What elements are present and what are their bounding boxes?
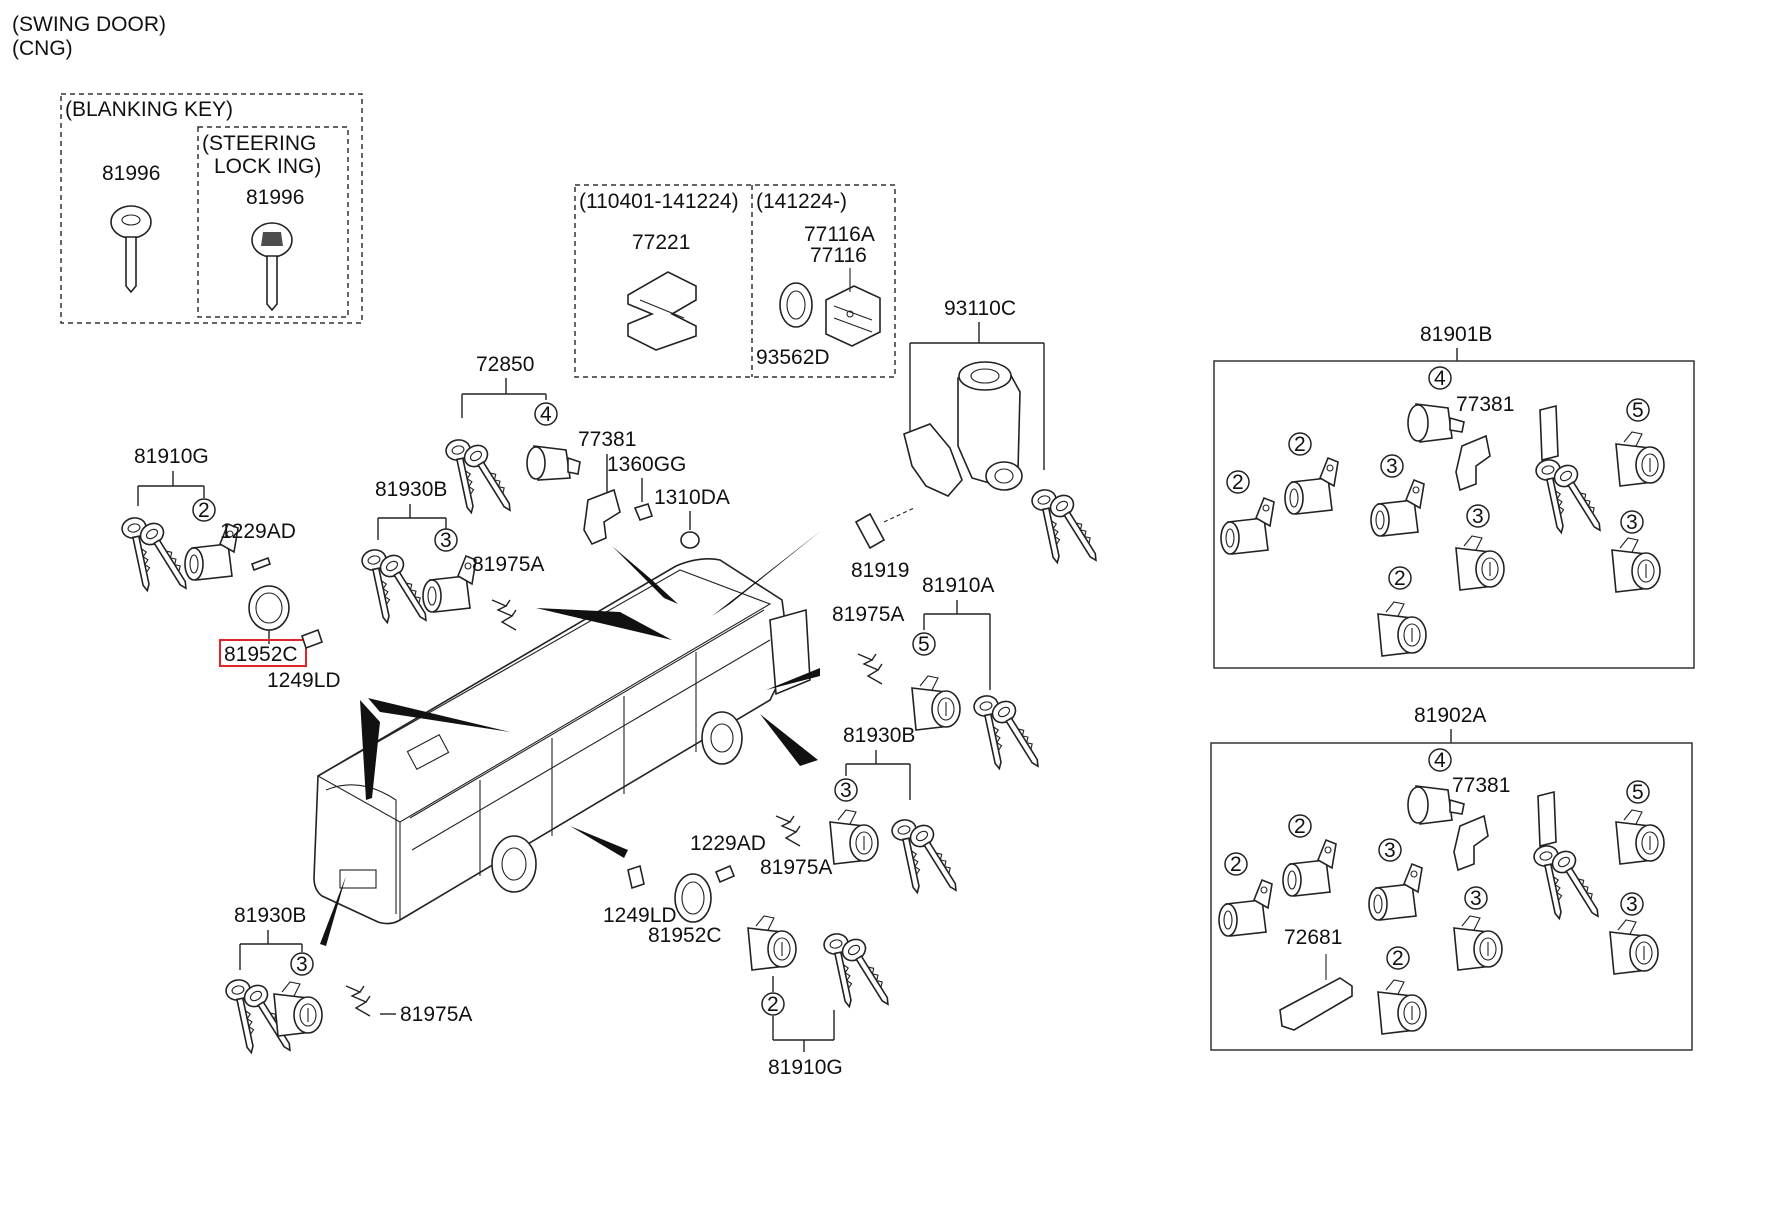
steering-key-label: 81996 xyxy=(246,186,304,209)
cylinder-set-mid-top: 81930B 3 81975A xyxy=(360,478,544,631)
cyl-set-bottom-label: 81910G xyxy=(768,1056,843,1079)
washer-left-label: 81952C xyxy=(224,643,298,666)
clip-mid-top-label: 81975A xyxy=(472,553,544,576)
kit2-circle-2a: 2 xyxy=(1230,853,1242,876)
ignition-assembly: 93110C xyxy=(903,297,1106,567)
circle-4-top: 4 xyxy=(540,403,552,426)
cap-label: 1310DA xyxy=(654,486,730,509)
bracket-old-label: 77221 xyxy=(632,231,690,254)
steering-lock-title-1: (STEERING xyxy=(202,132,316,155)
date-range-group: (110401-141224) (141224-) 77221 77116A 7… xyxy=(574,184,896,378)
cyl-set-left-label: 81910G xyxy=(134,445,209,468)
ring-label: 93562D xyxy=(756,346,830,369)
ignition-bolt: 81919 xyxy=(851,507,915,582)
clip-rear-label: 81975A xyxy=(400,1003,472,1026)
kit2-circle-3b: 3 xyxy=(1470,887,1482,910)
circle-5-right: 5 xyxy=(918,633,930,656)
kit-2-holder-label: 77381 xyxy=(1452,774,1510,797)
cylinder-set-right: 81975A 81910A 5 xyxy=(832,574,1048,773)
kit-2-plate-label: 72681 xyxy=(1284,926,1342,949)
cylinder-set-rear: 81930B 3 81975A xyxy=(224,904,472,1057)
ignition-assy-label: 93110C xyxy=(944,297,1016,320)
date-range-old: (110401-141224) xyxy=(579,190,739,213)
ignition-bolt-label: 81919 xyxy=(851,559,909,582)
kit1-circle-3b: 3 xyxy=(1472,505,1484,528)
cyl-set-right-label: 81910A xyxy=(922,574,994,597)
kit1-circle-3a: 3 xyxy=(1386,455,1398,478)
key-set-top-label: 72850 xyxy=(476,353,534,376)
circle-3-mid-top: 3 xyxy=(440,529,452,552)
bolt-lower-label: 1249LD xyxy=(603,904,677,927)
bus-illustration xyxy=(313,530,822,946)
lower-small-parts: 1229AD 1249LD 81952C xyxy=(603,832,766,947)
bolt-left-label: 1249LD xyxy=(267,669,341,692)
kit-1-label: 81901B xyxy=(1420,323,1492,346)
steering-lock-title-2: LOCK ING) xyxy=(214,155,321,178)
bracket-new-label: 77116 xyxy=(810,244,867,267)
screw-left-label: 1229AD xyxy=(220,520,296,543)
clip-right-label: 81975A xyxy=(832,603,904,626)
kit-1-holder-label: 77381 xyxy=(1456,393,1514,416)
washer-lower-label: 81952C xyxy=(648,924,722,947)
kit1-circle-2b: 2 xyxy=(1294,433,1306,456)
kit2-circle-3a: 3 xyxy=(1384,839,1396,862)
nut-group: 1360GG 1310DA xyxy=(607,453,730,549)
circle-2-left: 2 xyxy=(198,499,210,522)
kit-81902a: 81902A 4 77381 5 2 2 3 3 3 xyxy=(1210,704,1693,1051)
highlight-box xyxy=(219,639,307,667)
holder-top-label: 77381 xyxy=(578,428,636,451)
holder-top: 77381 xyxy=(578,428,636,546)
clip-lower-label: 81975A xyxy=(760,856,832,879)
key-set-top: 72850 4 xyxy=(444,353,581,517)
cylinder-set-left: 81910G 2 1229AD 81952C 1249LD xyxy=(120,445,341,692)
cylinder-set-lower: 81930B 3 81975A xyxy=(760,724,966,897)
kit1-circle-4: 4 xyxy=(1434,367,1446,390)
kit1-circle-3c: 3 xyxy=(1626,511,1638,534)
nut-label: 1360GG xyxy=(607,453,686,476)
bracket-old-icon xyxy=(627,271,697,351)
kit2-circle-5: 5 xyxy=(1632,781,1644,804)
kit1-circle-5: 5 xyxy=(1632,399,1644,422)
kit1-circle-2c: 2 xyxy=(1394,567,1406,590)
blanking-key-title: (BLANKING KEY) xyxy=(65,98,233,121)
kit1-circle-2a: 2 xyxy=(1232,471,1244,494)
cyl-set-mid-top-label: 81930B xyxy=(375,478,447,501)
cylinder-set-bottom: 2 81910G xyxy=(747,915,898,1079)
steering-key-icon xyxy=(251,222,293,312)
kit2-circle-2c: 2 xyxy=(1392,947,1404,970)
blanking-key-group: (BLANKING KEY) (STEERING LOCK ING) 81996… xyxy=(60,93,363,324)
circle-3-rear: 3 xyxy=(296,953,308,976)
bracket-new-icon xyxy=(825,285,881,347)
bracket-new-a-label: 77116A xyxy=(804,223,875,246)
ring-icon xyxy=(779,282,813,328)
blank-key-icon xyxy=(110,205,152,294)
screw-lower-label: 1229AD xyxy=(690,832,766,855)
header-cng: (CNG) xyxy=(12,37,73,60)
kit2-circle-2b: 2 xyxy=(1294,815,1306,838)
circle-2-bottom: 2 xyxy=(767,993,779,1016)
date-range-new: (141224-) xyxy=(756,190,847,213)
kit2-circle-4: 4 xyxy=(1434,749,1446,772)
kit-81901b: 81901B 4 77381 5 2 2 3 3 3 xyxy=(1213,323,1695,669)
kit2-circle-3c: 3 xyxy=(1626,893,1638,916)
blank-key-label: 81996 xyxy=(102,162,160,185)
kit-2-label: 81902A xyxy=(1414,704,1486,727)
header-swing-door: (SWING DOOR) xyxy=(12,13,166,36)
cyl-set-rear-label: 81930B xyxy=(234,904,306,927)
circle-3-lower: 3 xyxy=(840,779,852,802)
cyl-set-lower-label: 81930B xyxy=(843,724,915,747)
